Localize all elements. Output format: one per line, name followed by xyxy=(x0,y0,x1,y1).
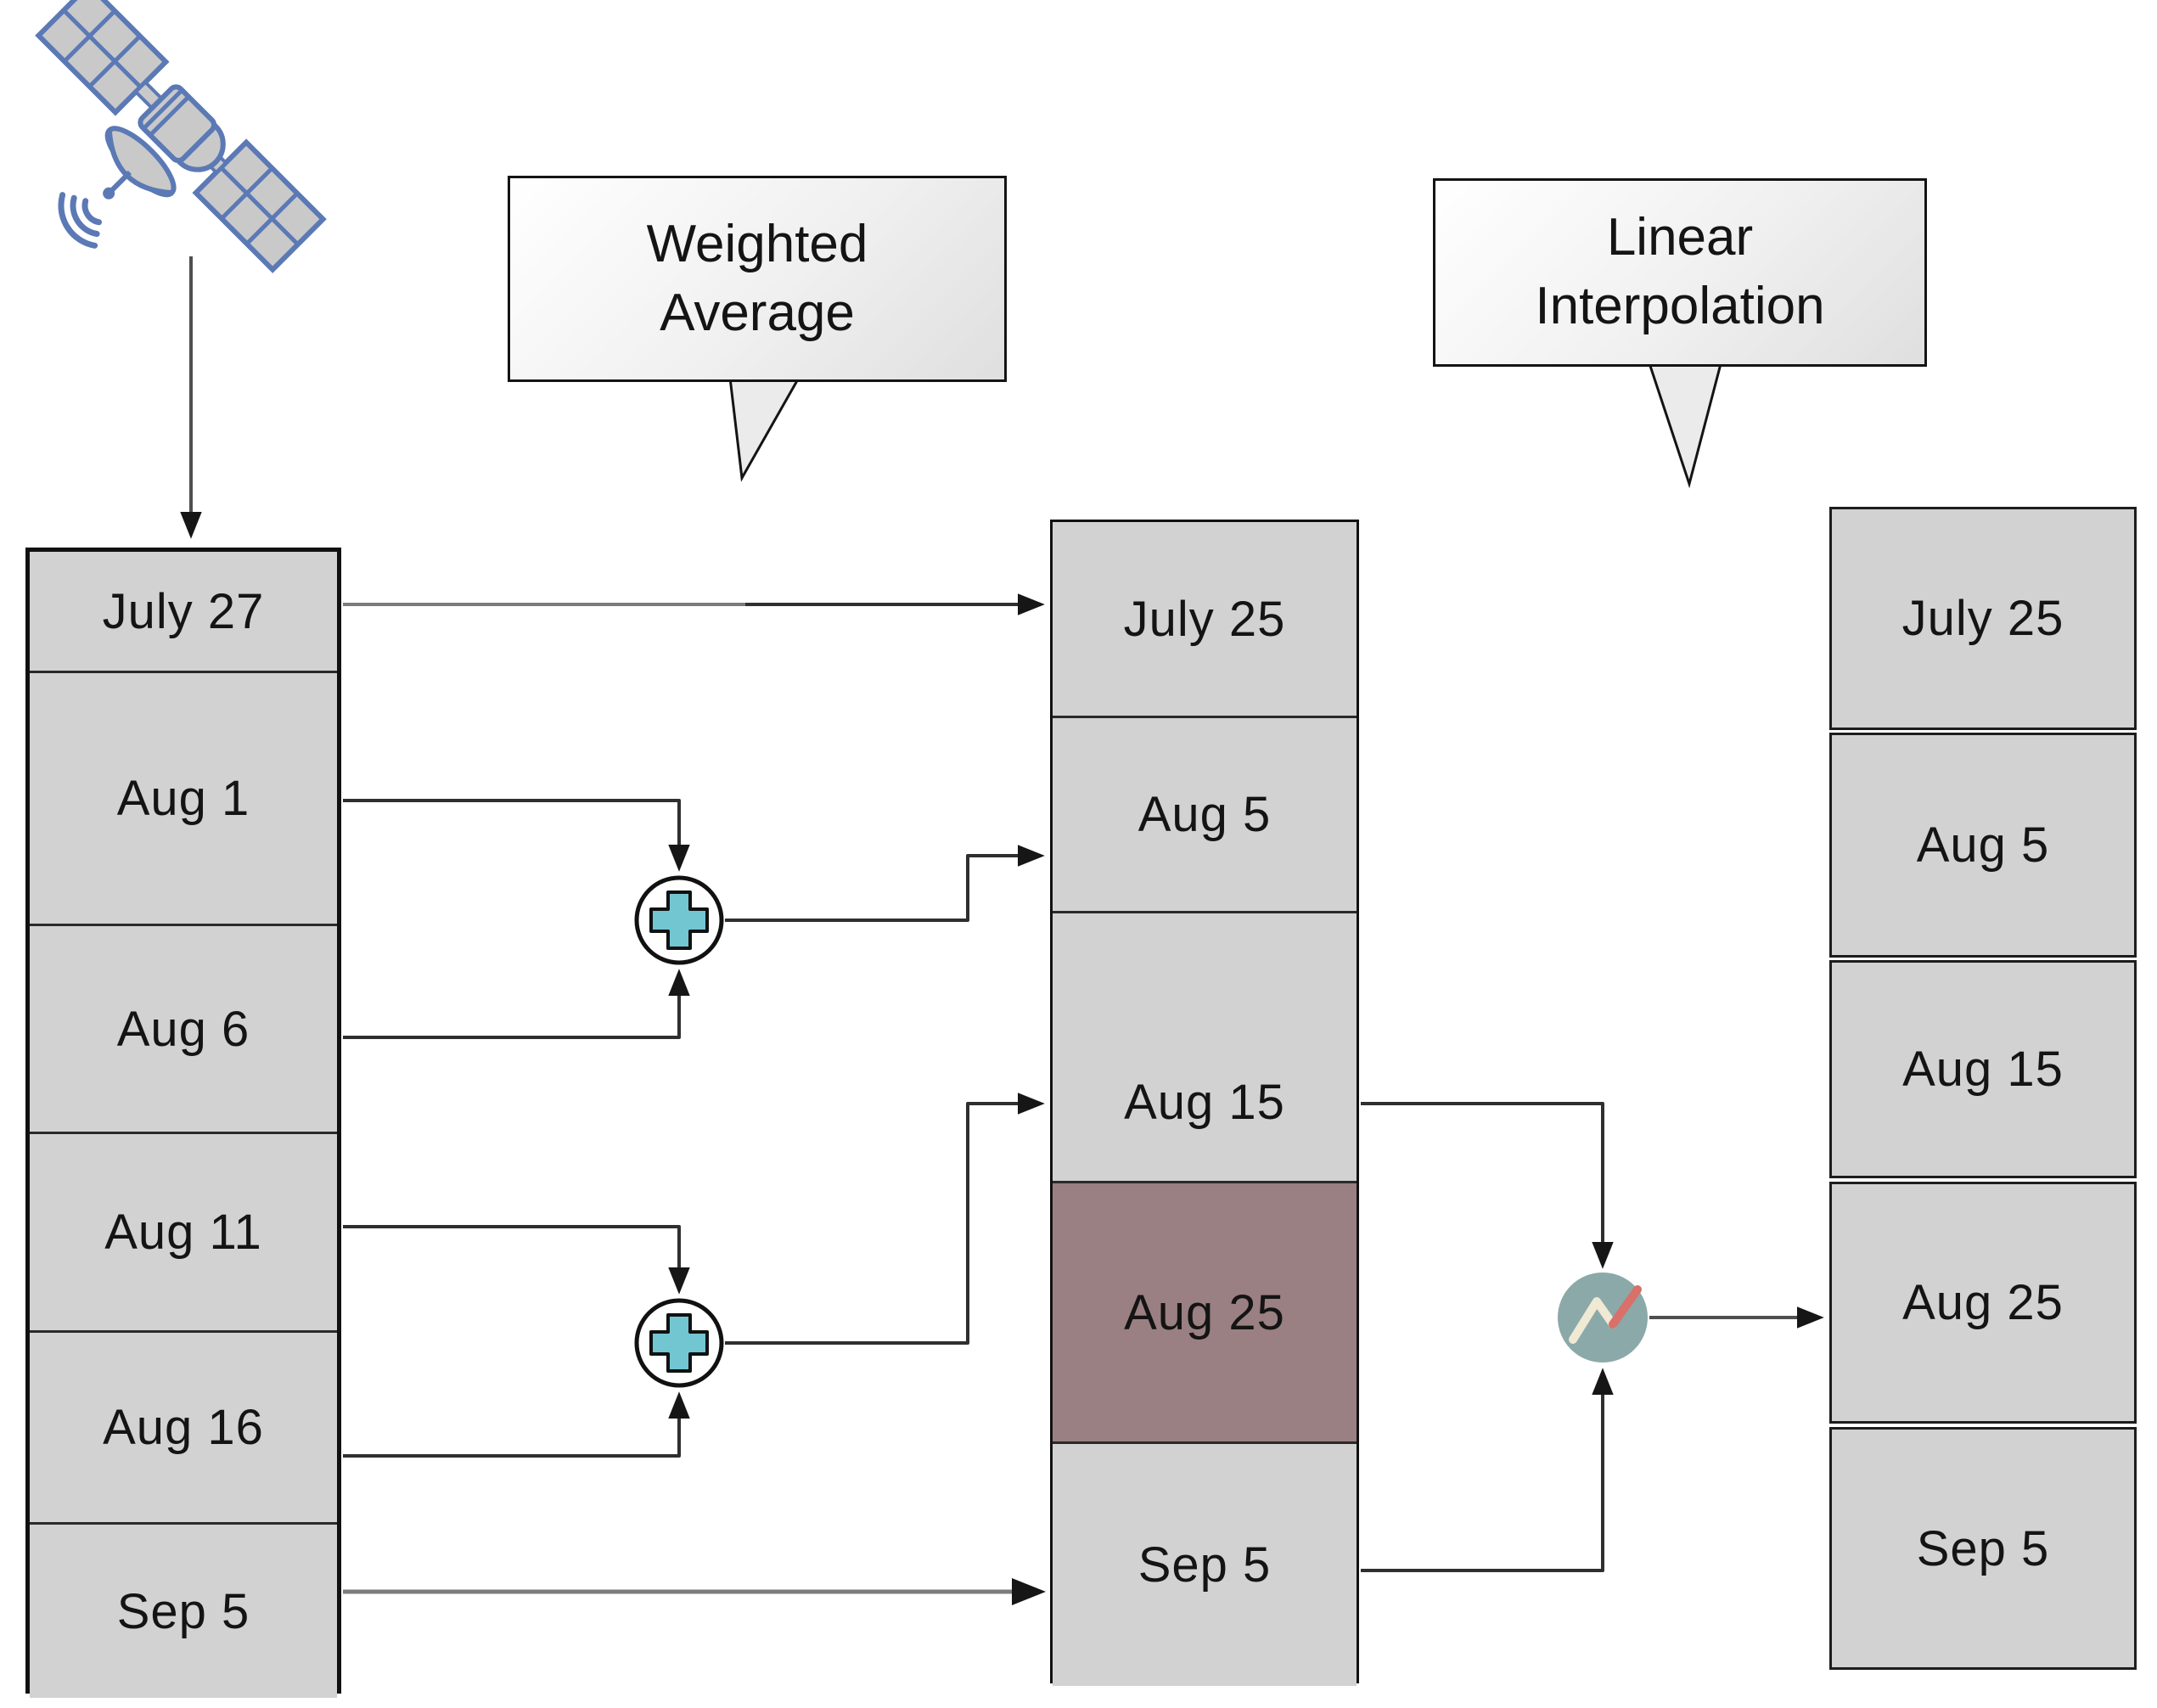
date-cell: July 25 xyxy=(1053,522,1357,716)
arrow-aug11-to-plus xyxy=(343,1225,690,1295)
date-cell: Aug 1 xyxy=(30,671,337,924)
plus-icon xyxy=(634,1298,724,1388)
arrow-sep5-to-interp xyxy=(1361,1368,1614,1572)
arrow-aug16-to-plus xyxy=(343,1391,690,1458)
source-dates-column: July 27 Aug 1 Aug 6 Aug 11 Aug 16 Sep 5 xyxy=(25,548,341,1698)
date-cell: Aug 6 xyxy=(30,924,337,1132)
date-cell: Aug 25 xyxy=(1829,1182,2137,1424)
line-chart-icon xyxy=(1558,1273,1648,1362)
date-cell: Aug 15 xyxy=(1053,911,1357,1181)
linear-interpolation-callout: Linear Interpolation xyxy=(1433,178,1927,367)
weighted-dates-column: July 25 Aug 5 Aug 15 Aug 25 Sep 5 xyxy=(1050,520,1359,1686)
arrow-aug1-to-plus xyxy=(343,799,690,872)
satellite-signal-icon xyxy=(58,192,102,249)
arrow-plus-to-aug5 xyxy=(725,845,1045,922)
speech-bubble-tail xyxy=(728,376,801,482)
date-cell-highlighted: Aug 25 xyxy=(1053,1181,1357,1441)
date-cell: July 27 xyxy=(30,552,337,671)
speech-bubble-tail xyxy=(1646,359,1723,489)
weighted-average-callout: Weighted Average xyxy=(508,176,1007,382)
arrow-aug15-to-interp xyxy=(1361,1102,1614,1269)
satellite-icon xyxy=(35,0,327,273)
plus-icon xyxy=(634,875,724,965)
arrow-plus-to-aug15 xyxy=(725,1093,1045,1345)
date-cell: Aug 5 xyxy=(1829,733,2137,958)
date-cell: Sep 5 xyxy=(30,1522,337,1698)
date-cell: Aug 15 xyxy=(1829,960,2137,1178)
date-cell: Aug 5 xyxy=(1053,716,1357,911)
weighted-average-label: Weighted Average xyxy=(646,214,868,342)
arrow-aug6-to-plus xyxy=(343,969,690,1039)
date-cell: Aug 16 xyxy=(30,1330,337,1522)
date-cell: Sep 5 xyxy=(1829,1427,2137,1670)
date-cell: Sep 5 xyxy=(1053,1441,1357,1686)
linear-interpolation-label: Linear Interpolation xyxy=(1535,208,1825,335)
date-cell: Aug 11 xyxy=(30,1132,337,1330)
arrows xyxy=(180,256,1824,1605)
date-cell: July 25 xyxy=(1829,507,2137,730)
